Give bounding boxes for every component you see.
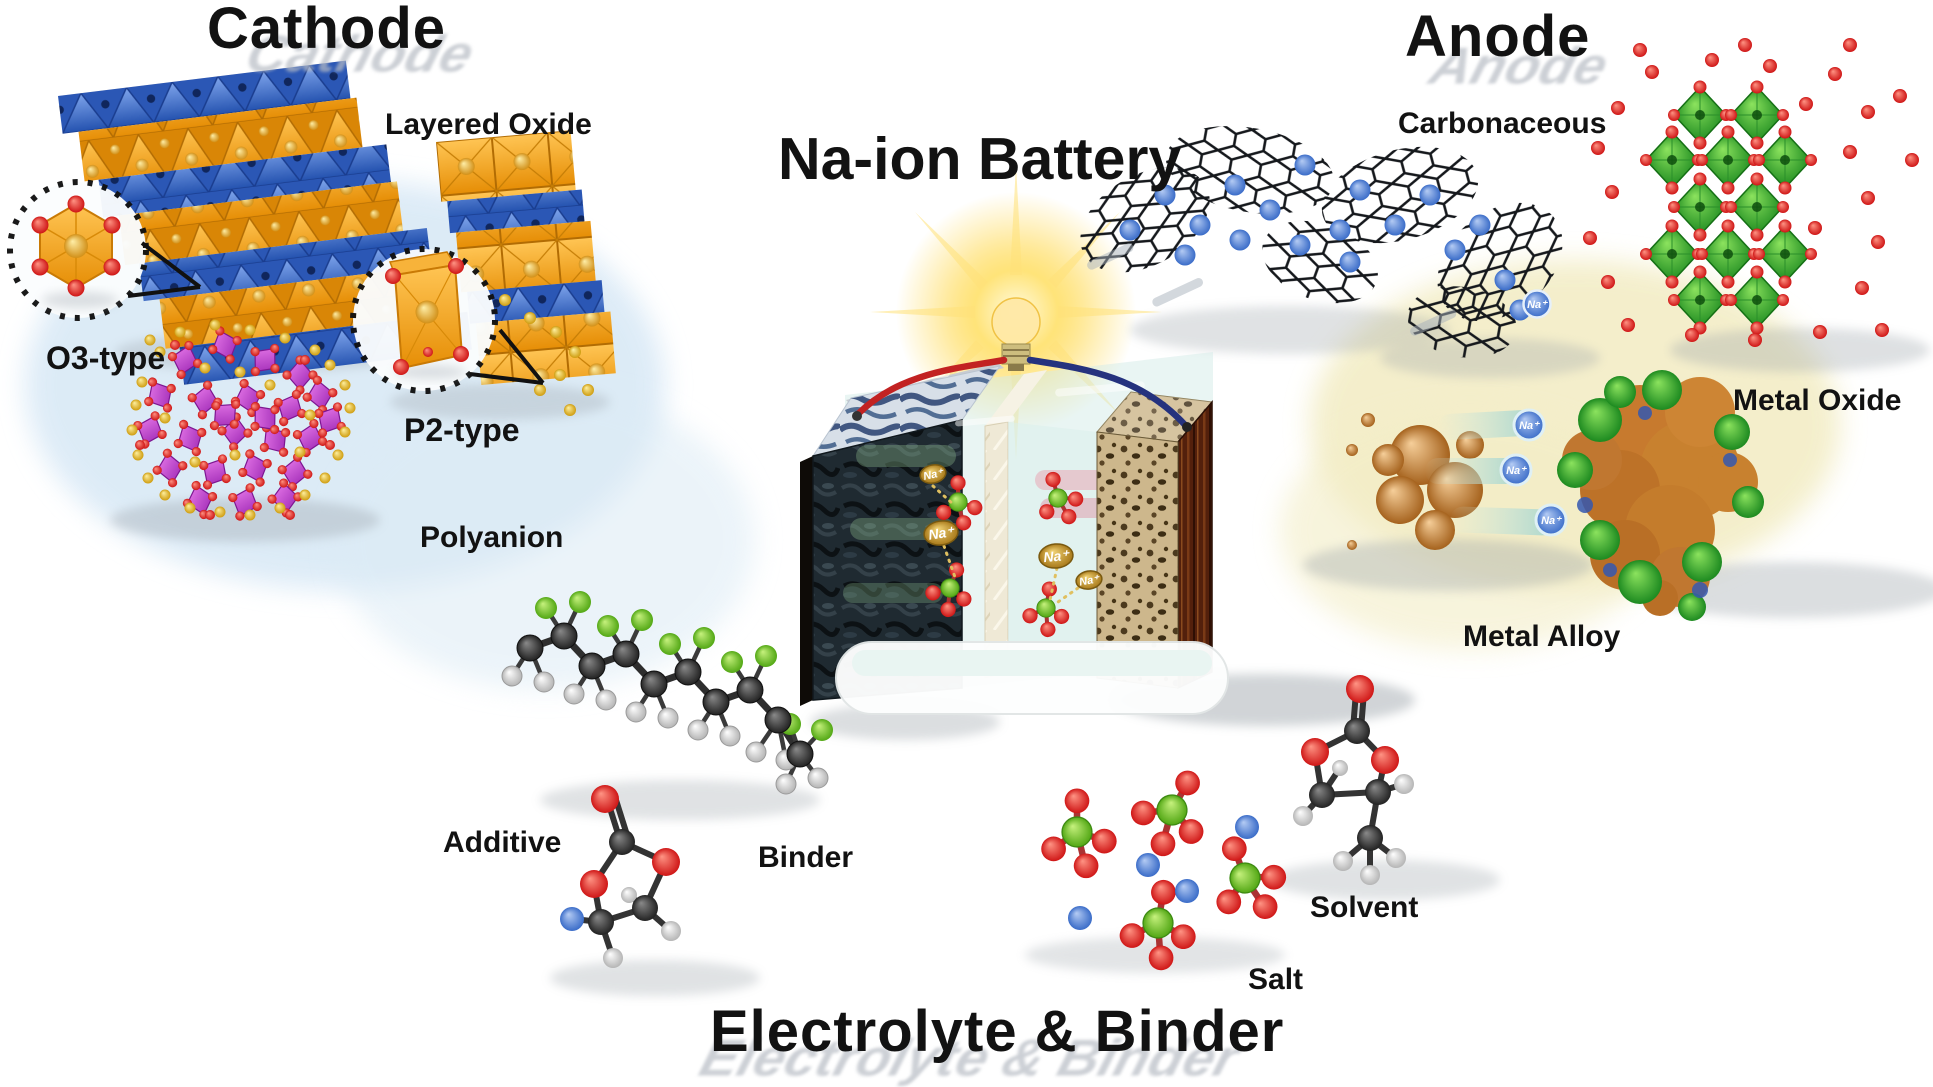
- label-p2-type: P2-type: [404, 412, 520, 448]
- fluorine-atom: [560, 907, 584, 931]
- hydrogen-atoms: [501, 665, 829, 795]
- label-metal-oxide: Metal Oxide: [1733, 384, 1902, 417]
- intercalated-na-spheres: [1119, 154, 1531, 321]
- label-metal-alloy: Metal Alloy: [1463, 620, 1621, 653]
- label-salt: Salt: [1248, 963, 1304, 996]
- svg-text:Na⁺: Na⁺: [1043, 547, 1071, 565]
- na-ion-badge: Na⁺: [1075, 570, 1103, 590]
- label-binder: Binder: [758, 841, 854, 874]
- red-wire: [854, 356, 1008, 418]
- carbon-atoms: [516, 622, 814, 768]
- na-ion-badge: Na⁺: [1038, 543, 1074, 569]
- p2-inset-icon: [350, 246, 545, 394]
- carbonaceous-structure: Na⁺: [1080, 126, 1563, 358]
- polyanion-structure: [126, 319, 356, 528]
- metal-alloy-particles: [1346, 413, 1510, 550]
- solvent-molecule: [1293, 675, 1414, 885]
- svg-text:Na⁺: Na⁺: [1519, 420, 1540, 432]
- wire-terminal: [852, 411, 862, 421]
- label-o3-type: O3-type: [46, 340, 166, 376]
- electrolyte-title: Electrolyte & Binder: [710, 999, 1285, 1064]
- label-solvent: Solvent: [1310, 891, 1419, 924]
- label-layered-oxide: Layered Oxide: [385, 108, 592, 141]
- label-polyanion: Polyanion: [420, 521, 564, 554]
- svg-text:Na⁺: Na⁺: [1541, 515, 1562, 527]
- additive-molecule: [560, 785, 681, 968]
- label-additive: Additive: [443, 826, 562, 859]
- na-ion-badge-blue: Na⁺: [1499, 453, 1533, 487]
- svg-text:Na⁺: Na⁺: [1506, 465, 1527, 477]
- na-ion-badge-blue: Na⁺: [1512, 408, 1546, 442]
- battery-title: Na-ion Battery: [778, 126, 1182, 192]
- alloy-green-patches: [1557, 370, 1764, 621]
- cathode-electrode: [800, 363, 1004, 706]
- svg-text:Na⁺: Na⁺: [1078, 573, 1101, 588]
- na-ion-badge: Na⁺: [919, 464, 947, 484]
- metal-oxide-structure: [1583, 38, 1919, 347]
- na-ion-badge-blue: Na⁺: [1522, 289, 1552, 319]
- motion-streaks: [1087, 243, 1457, 336]
- salt-molecules: [1041, 754, 1298, 975]
- na-cation-spheres: [1068, 815, 1259, 930]
- binder-molecule: [501, 591, 833, 795]
- layered-oxide-p2-structure: [436, 130, 616, 385]
- na-ion-dotted-paths: [931, 484, 1080, 604]
- blue-wire: [1026, 356, 1190, 430]
- o3-inset-icon: [7, 179, 202, 321]
- separator: [984, 370, 1047, 679]
- na-ion-trails: Na⁺ Na⁺ Na⁺: [1425, 408, 1568, 537]
- alloy-nanoparticle: [1557, 370, 1764, 621]
- na-ion-badge: Na⁺: [923, 520, 959, 546]
- battery-illustration: Na⁺ Na⁺ Na⁺ Na⁺: [800, 165, 1229, 715]
- wire-terminal: [1182, 422, 1192, 432]
- oxygen-lattice-dots: [1583, 38, 1919, 347]
- svg-text:Na⁺: Na⁺: [927, 523, 956, 543]
- svg-text:Na⁺: Na⁺: [922, 467, 945, 483]
- na-ion-badge-blue: Na⁺: [1534, 503, 1568, 537]
- alloy-blue-patches: [1577, 406, 1737, 598]
- anode-title: Anode: [1405, 4, 1591, 69]
- cathode-title: Cathode: [207, 0, 446, 61]
- light-bulb-icon: [991, 297, 1041, 371]
- label-carbonaceous: Carbonaceous: [1398, 107, 1607, 140]
- sodium-dots: [499, 294, 594, 416]
- svg-text:Na⁺: Na⁺: [1527, 299, 1548, 311]
- cell-base: [835, 641, 1229, 715]
